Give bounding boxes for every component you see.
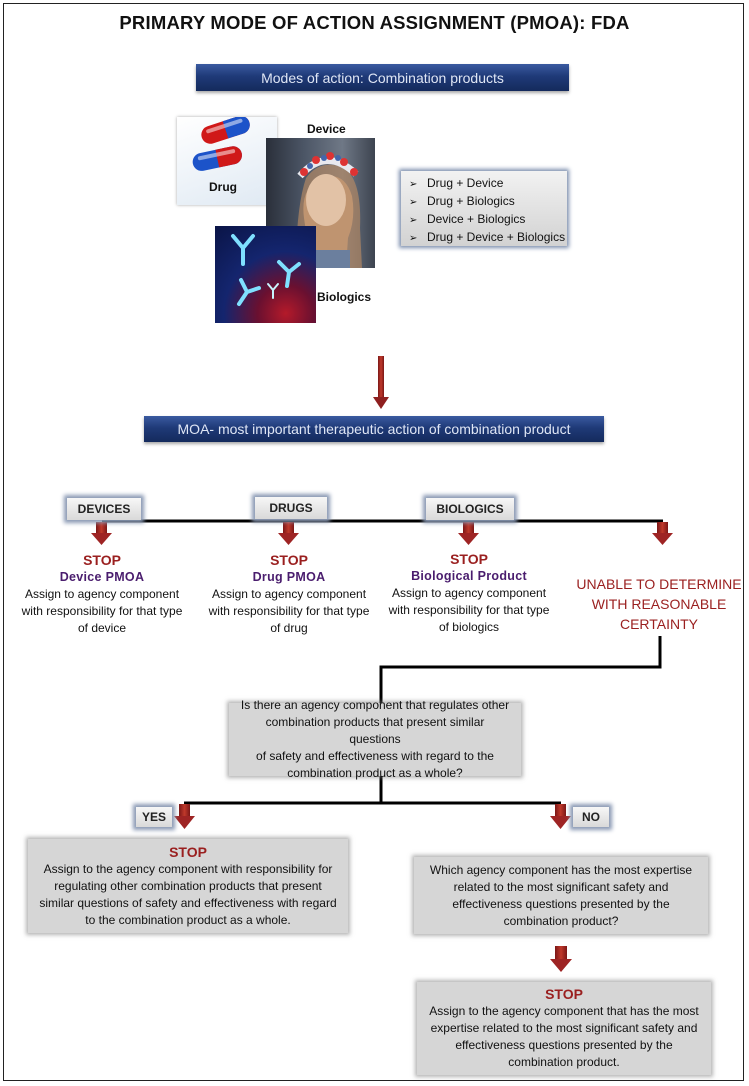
stop-label: STOP [83, 552, 121, 568]
page-title: PRIMARY MODE OF ACTION ASSIGNMENT (PMOA)… [119, 12, 630, 33]
down-arrow-icon [174, 804, 195, 829]
pmoa-label: Device PMOA [59, 570, 145, 584]
pmoa-label: Biological Product [411, 569, 527, 583]
down-arrow-icon [278, 522, 299, 545]
moa-banner-label: MOA- most important therapeutic action o… [177, 421, 571, 437]
pmoa-label: Drug PMOA [252, 570, 326, 584]
unable-to-determine: UNABLE TO DETERMINE WITH REASONABLE CERT… [576, 576, 742, 632]
down-arrow-icon [458, 522, 479, 545]
biologics-label: Biologics [317, 290, 372, 304]
down-arrow-icon [550, 946, 572, 972]
branch-tag-biologics: BIOLOGICS [426, 498, 514, 520]
device-label: Device [307, 122, 346, 136]
question-box-expertise: Which agency component has the most expe… [414, 857, 708, 934]
stop-label: STOP [545, 986, 583, 1002]
branch-tag-devices: DEVICES [67, 498, 141, 520]
no-tag: NO [573, 807, 609, 827]
stop-label: STOP [270, 552, 308, 568]
branch-devices: STOP Device PMOA Assign to agency compon… [12, 552, 192, 637]
antibody-icon [231, 234, 301, 306]
capsules-icon [192, 115, 250, 171]
list-item: ➢Drug + Device [409, 176, 504, 190]
yes-tag: YES [136, 807, 172, 827]
stop-label: STOP [450, 551, 488, 567]
list-item: ➢Device + Biologics [409, 212, 526, 226]
list-item: ➢Drug + Biologics [409, 194, 515, 208]
down-arrow-icon [550, 804, 571, 829]
question-box-agency-component: Is there an agency component that regula… [229, 698, 521, 780]
branch-tag-drugs: DRUGS [255, 497, 327, 519]
modes-banner: Modes of action: Combination products [196, 64, 569, 91]
moa-banner: MOA- most important therapeutic action o… [144, 416, 604, 442]
modes-banner-label: Modes of action: Combination products [261, 69, 504, 86]
down-arrow-icon [652, 522, 673, 545]
down-arrow-icon [91, 522, 112, 545]
branch-drugs: STOP Drug PMOA Assign to agency componen… [199, 552, 379, 637]
drug-label: Drug [209, 180, 237, 194]
branch-biologics: STOP Biological Product Assign to agency… [379, 551, 559, 636]
yes-outcome-box: STOP Assign to the agency component with… [28, 839, 348, 933]
list-item: ➢Drug + Device + Biologics [409, 230, 566, 244]
outer-frame [3, 3, 744, 1081]
down-arrow-icon [373, 356, 389, 409]
final-outcome-box: STOP Assign to the agency component that… [417, 982, 711, 1075]
combinations-list: ➢Drug + Device ➢Drug + Biologics ➢Device… [401, 171, 567, 246]
unable-connector [379, 636, 662, 704]
biologics-image [215, 226, 316, 323]
drug-image: Drug [177, 115, 277, 205]
stop-label: STOP [169, 843, 207, 860]
